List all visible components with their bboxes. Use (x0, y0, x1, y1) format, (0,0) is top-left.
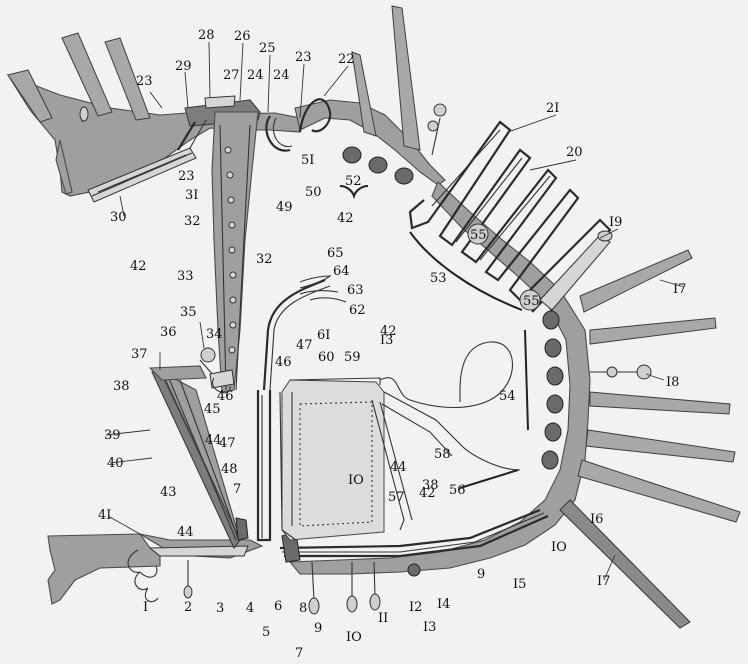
label-31: 3I (185, 188, 198, 203)
esophagus (258, 390, 270, 540)
label-10-mid: IO (348, 473, 364, 488)
label-23-left: 23 (136, 74, 153, 89)
label-35: 35 (180, 305, 197, 320)
label-41: 4I (98, 508, 111, 523)
label-3: 3 (216, 601, 224, 616)
label-9-right: 9 (477, 567, 485, 582)
label-12: I2 (409, 600, 422, 615)
label-16: I6 (590, 512, 603, 527)
label-36: 36 (160, 325, 177, 340)
label-63: 63 (347, 283, 364, 298)
label-39: 39 (104, 428, 121, 443)
label-48: 48 (221, 462, 238, 477)
label-51: 5I (301, 153, 314, 168)
label-27: 27 (223, 68, 240, 83)
label-33: 33 (177, 269, 194, 284)
label-13-bottom: I3 (423, 620, 436, 635)
label-62: 62 (349, 303, 366, 318)
label-10-right: IO (551, 540, 567, 555)
label-52: 52 (345, 174, 362, 189)
label-53: 53 (430, 271, 447, 286)
label-4: 4 (246, 601, 254, 616)
label-24-left: 24 (247, 68, 264, 83)
stomach-block (282, 380, 384, 540)
label-54: 54 (499, 389, 516, 404)
pedicellaria-right (590, 365, 651, 379)
label-40: 40 (107, 456, 124, 471)
label-64: 64 (333, 264, 350, 279)
label-5: 5 (262, 625, 270, 640)
label-56: 56 (449, 483, 466, 498)
pedicel-upper-left (80, 107, 88, 122)
label-47-left: 47 (219, 436, 236, 451)
label-7-left: 7 (233, 482, 241, 497)
label-57: 57 (388, 490, 405, 505)
label-60: 60 (318, 350, 335, 365)
label-46-left: 46 (217, 389, 234, 404)
label-46-right: 46 (275, 355, 292, 370)
label-15: I5 (513, 577, 526, 592)
label-2: 2 (184, 600, 192, 615)
intestine-long-loop (380, 342, 513, 408)
label-44-right: 44 (390, 460, 407, 475)
label-43: 43 (160, 485, 177, 500)
label-22: 22 (338, 52, 355, 67)
label-20: 20 (566, 145, 583, 160)
label-30: 30 (110, 210, 127, 225)
label-42-bottom: 42 (419, 486, 436, 501)
label-49: 49 (276, 200, 293, 215)
pedicellaria-top (428, 104, 446, 155)
label-34: 34 (206, 327, 223, 342)
label-59: 59 (344, 350, 361, 365)
label-18: I8 (666, 375, 679, 390)
label-10-bottom: IO (346, 630, 362, 645)
label-47-right: 47 (296, 338, 313, 353)
label-44-bottom: 44 (177, 525, 194, 540)
label-23-center: 23 (178, 169, 195, 184)
spine-right-3 (590, 392, 730, 414)
madreporic-tubes (264, 276, 346, 390)
label-61: 6I (317, 328, 330, 343)
label-42-left: 42 (130, 259, 147, 274)
spine-right-2 (590, 318, 716, 344)
lower-left-test (48, 534, 160, 604)
label-37: 37 (131, 347, 148, 362)
label-26: 26 (234, 29, 251, 44)
label-21: 2I (546, 101, 559, 116)
label-32-right: 32 (256, 252, 273, 267)
sphaeridia-right (542, 311, 563, 469)
label-55-lower: 55 (523, 294, 540, 309)
label-1: I (143, 600, 148, 615)
label-28: 28 (198, 28, 215, 43)
label-8: 8 (299, 601, 307, 616)
label-9-left: 9 (314, 621, 322, 636)
label-32-left: 32 (184, 214, 201, 229)
label-55-upper: 55 (470, 228, 487, 243)
label-14: I4 (437, 597, 450, 612)
upper-left-test-wall (8, 75, 300, 196)
label-17-bottom: I7 (597, 574, 610, 589)
label-19: I9 (609, 215, 622, 230)
spine-right-4 (586, 430, 735, 462)
label-42-top: 42 (337, 211, 354, 226)
label-23-right: 23 (295, 50, 312, 65)
label-58: 58 (434, 447, 451, 462)
tooth (236, 518, 248, 540)
label-38-left: 38 (113, 379, 130, 394)
label-42-mid: 42 (380, 324, 397, 339)
label-50: 50 (305, 185, 322, 200)
spine-right-1 (580, 250, 692, 312)
label-7-bottom: 7 (295, 646, 303, 661)
spine-right-6 (560, 500, 690, 628)
label-25: 25 (259, 41, 276, 56)
label-11: II (378, 611, 388, 626)
label-45: 45 (204, 402, 221, 417)
label-65: 65 (327, 246, 344, 261)
label-6: 6 (274, 599, 282, 614)
label-24-right: 24 (273, 68, 290, 83)
label-29: 29 (175, 59, 192, 74)
